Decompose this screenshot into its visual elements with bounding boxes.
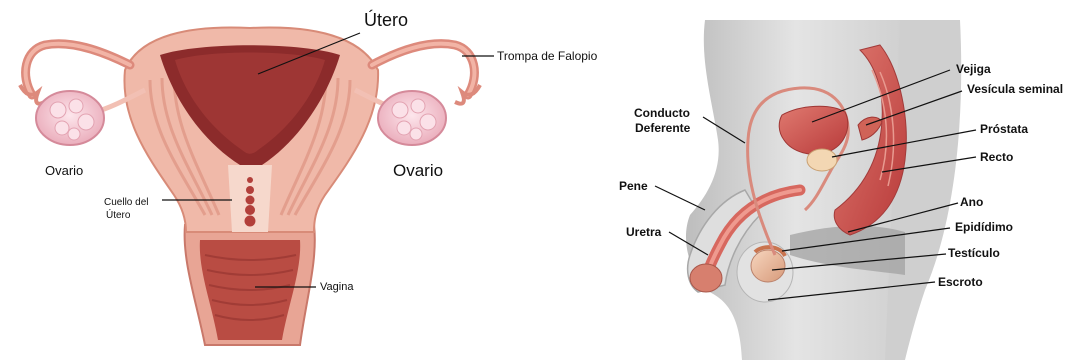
ovary-left — [36, 91, 104, 145]
label-pene: Pene — [619, 179, 648, 193]
label-uretra: Uretra — [626, 225, 661, 239]
label-conducto-deferente-2: Deferente — [635, 121, 690, 135]
label-ovario-izquierdo: Ovario — [45, 163, 83, 178]
label-cuello-del-utero-1: Cuello del — [104, 197, 148, 208]
label-ovario-derecho: Ovario — [393, 161, 443, 181]
label-escroto: Escroto — [938, 275, 983, 289]
label-utero: Útero — [364, 10, 408, 31]
label-vagina: Vagina — [320, 281, 353, 293]
ovary-right — [378, 91, 446, 145]
label-vesicula-seminal: Vesícula seminal — [967, 82, 1063, 96]
label-recto: Recto — [980, 150, 1013, 164]
female-reproductive-diagram — [20, 27, 494, 345]
male-reproductive-diagram — [655, 20, 976, 360]
label-trompa-de-falopio: Trompa de Falopio — [497, 49, 597, 63]
testicle-shape — [751, 250, 785, 282]
label-cuello-del-utero-2: Útero — [106, 210, 130, 221]
label-ano: Ano — [960, 195, 983, 209]
label-epididimo: Epidídimo — [955, 220, 1013, 234]
label-conducto-deferente-1: Conducto — [634, 106, 690, 120]
glans — [690, 264, 722, 292]
label-prostata: Próstata — [980, 122, 1028, 136]
prostate-shape — [807, 149, 837, 171]
label-vejiga: Vejiga — [956, 62, 991, 76]
label-testiculo: Testículo — [948, 246, 1000, 260]
